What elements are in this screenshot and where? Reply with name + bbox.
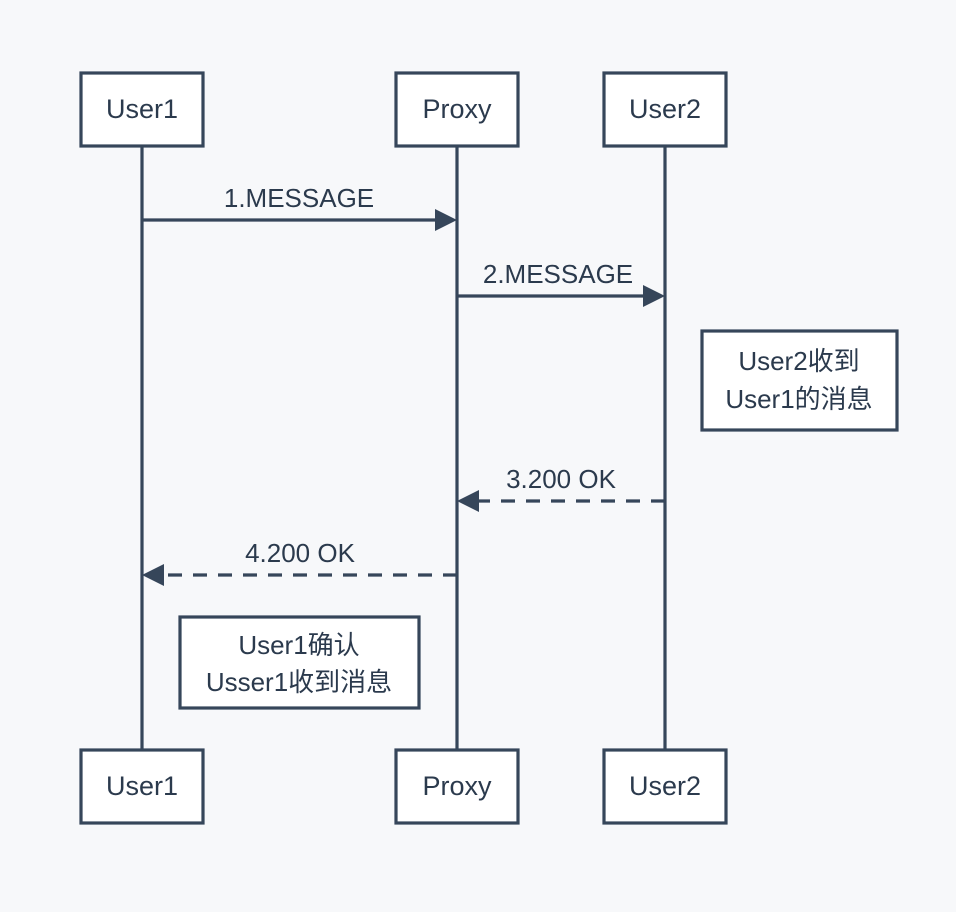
participant-box-proxy-bottom[interactable] [394,748,520,825]
message-3-group[interactable]: 3.200 OK [457,464,665,512]
participants-top-group: User1 Proxy User2 [79,71,728,148]
participant-proxy-bottom[interactable]: Proxy [394,748,520,825]
message-3-label: 3.200 OK [506,464,617,494]
message-4-label: 4.200 OK [245,538,356,568]
participant-label-proxy-bottom: Proxy [422,771,492,801]
participants-bottom-group: User1 Proxy User2 [79,748,728,825]
participant-user2-bottom[interactable]: User2 [602,748,728,825]
message-1-arrowhead-icon [435,209,457,231]
note-user1-line-1: User1确认 [238,630,359,660]
message-1-label: 1.MESSAGE [224,183,374,213]
message-2-arrowhead-icon [643,285,665,307]
message-4-arrowhead-icon [142,564,164,586]
participant-box-user2-bottom[interactable] [602,748,728,825]
note-user1[interactable]: User1确认 Usser1收到消息 [178,615,421,710]
participant-user2-top[interactable]: User2 [602,71,728,148]
note-user1-box[interactable] [178,615,421,710]
note-user2[interactable]: User2收到 User1的消息 [700,329,899,432]
message-3-arrowhead-icon [457,490,479,512]
lifelines-group [140,146,667,750]
note-user2-box[interactable] [700,329,899,432]
message-2-group[interactable]: 2.MESSAGE [457,259,665,307]
note-user2-line-2: User1的消息 [725,384,872,414]
participant-label-user2-bottom: User2 [629,771,701,801]
participant-box-user2-top[interactable] [602,71,728,148]
message-4-group[interactable]: 4.200 OK [142,538,457,586]
note-user2-line-1: User2收到 [738,346,859,376]
message-1-group[interactable]: 1.MESSAGE [142,183,457,231]
participant-label-proxy-top: Proxy [422,94,492,124]
note-user1-line-2: Usser1收到消息 [206,667,392,697]
participant-user1-bottom[interactable]: User1 [79,748,205,825]
participant-label-user1-top: User1 [106,94,178,124]
participant-proxy-top[interactable]: Proxy [394,71,520,148]
participant-user1-top[interactable]: User1 [79,71,205,148]
participant-label-user1-bottom: User1 [106,771,178,801]
participant-box-user1-top[interactable] [79,71,205,148]
participant-box-user1-bottom[interactable] [79,748,205,825]
participant-label-user2-top: User2 [629,94,701,124]
participant-box-proxy-top[interactable] [394,71,520,148]
message-2-label: 2.MESSAGE [483,259,633,289]
